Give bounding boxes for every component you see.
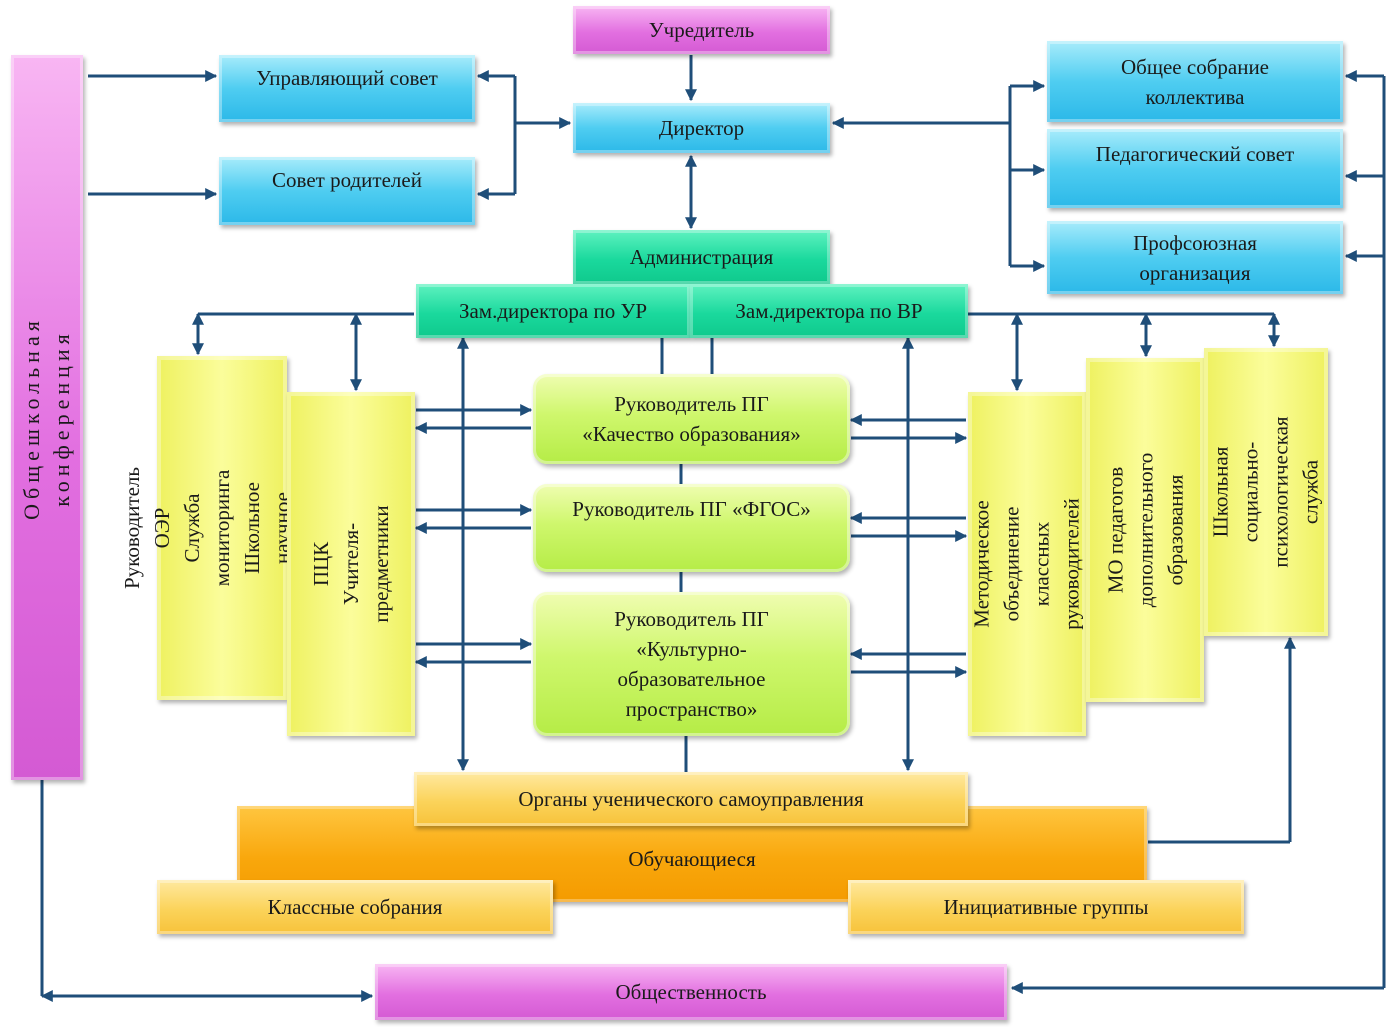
trade-union-label: Профсоюзная организация	[1133, 230, 1257, 285]
class-meetings-box: Классные собрания	[157, 880, 553, 934]
pck-box: ПЦК Учителя-предметники	[287, 392, 415, 736]
initiative-groups-box: Инициативные группы	[848, 880, 1244, 934]
pg-fgos-label: Руководитель ПГ «ФГОС»	[572, 497, 811, 521]
mo-class-box: Методическое объединение классных руково…	[968, 392, 1086, 736]
parents-council-label: Совет родителей	[272, 168, 422, 192]
pedagogical-council-box: Педагогический совет	[1047, 129, 1343, 208]
public-box: Общественность	[375, 964, 1007, 1020]
mo-class-label: Методическое объединение классных руково…	[970, 498, 1085, 630]
director-label: Директор	[658, 116, 745, 140]
social-service-box: Школьная социально- психологическая служ…	[1204, 348, 1328, 636]
pg-fgos-box: Руководитель ПГ «ФГОС»	[533, 484, 850, 572]
director-box: Директор	[573, 103, 830, 153]
founder-label: Учредитель	[648, 18, 755, 42]
school-conference-box: Общешкольная конференция	[11, 55, 83, 780]
administration-label: Администрация	[629, 245, 774, 269]
students-label: Обучающиеся	[628, 847, 756, 871]
pg-culture-box: Руководитель ПГ «Культурно- образователь…	[533, 592, 850, 736]
social-service-label: Школьная социально- психологическая служ…	[1209, 416, 1323, 568]
deputy-vr-box: Зам.директора по ВР	[690, 284, 968, 338]
deputy-ur-box: Зам.директора по УР	[416, 284, 690, 338]
school-conference-label: Общешкольная конференция	[19, 315, 74, 520]
parents-council-box: Совет родителей	[219, 157, 475, 225]
deputy-vr-label: Зам.директора по ВР	[735, 299, 923, 323]
student-government-box: Органы ученического самоуправления	[414, 772, 968, 826]
governing-council-box: Управляющий совет	[219, 55, 475, 122]
general-meeting-box: Общее собрание коллектива	[1047, 41, 1343, 122]
administration-box: Администрация	[573, 230, 830, 284]
mo-additional-box: МО педагогов дополнительного образования	[1086, 358, 1204, 702]
pg-quality-label: Руководитель ПГ «Качество образования»	[582, 392, 801, 446]
pedagogical-council-label: Педагогический совет	[1095, 142, 1295, 166]
pck-label: ПЦК Учителя-предметники	[309, 505, 393, 623]
general-meeting-label: Общее собрание коллектива	[1120, 54, 1270, 109]
trade-union-box: Профсоюзная организация	[1047, 221, 1343, 294]
mo-additional-label: МО педагогов дополнительного образования	[1103, 452, 1187, 608]
deputy-ur-label: Зам.директора по УР	[458, 299, 648, 323]
class-meetings-label: Классные собрания	[267, 895, 443, 919]
pg-quality-box: Руководитель ПГ «Качество образования»	[533, 374, 850, 464]
public-label: Общественность	[615, 980, 767, 1004]
pg-culture-label: Руководитель ПГ «Культурно- образователь…	[614, 607, 769, 721]
founder-box: Учредитель	[573, 6, 830, 54]
governing-council-label: Управляющий совет	[256, 66, 438, 90]
oer-head-box: Руководитель ОЭР Служба мониторинга Школ…	[120, 356, 324, 700]
initiative-groups-label: Инициативные группы	[943, 895, 1149, 919]
student-government-label: Органы ученического самоуправления	[518, 787, 864, 811]
